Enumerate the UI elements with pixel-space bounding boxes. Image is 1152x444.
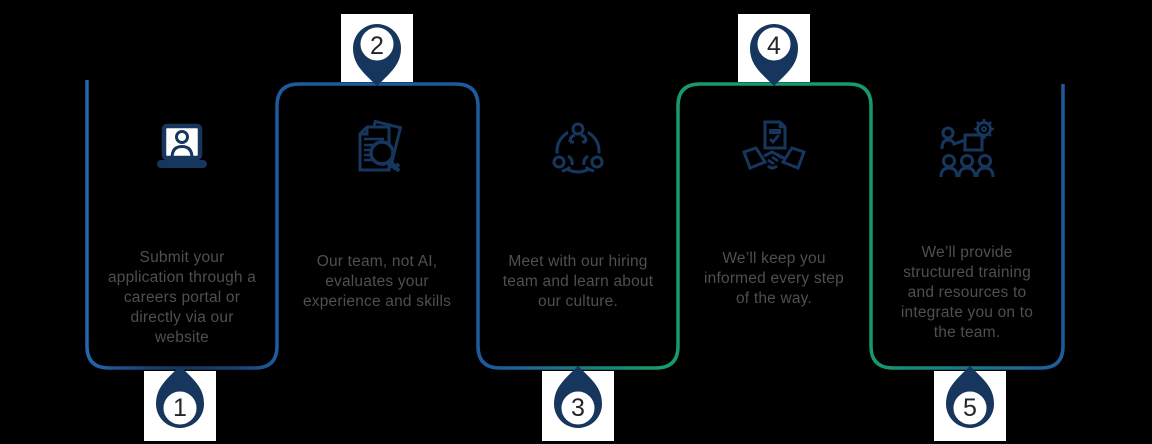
step-description-2: Our team, not AI, evaluates your experie… bbox=[302, 253, 452, 310]
pin-marker-5 bbox=[946, 366, 994, 428]
laptop-person-icon bbox=[150, 120, 214, 184]
pin-marker-1 bbox=[156, 366, 204, 428]
pin-marker-4 bbox=[750, 24, 798, 86]
step-description-1: Submit your application through a career… bbox=[107, 249, 257, 346]
round-table-meeting-icon bbox=[546, 118, 610, 182]
step-number-3: 3 bbox=[571, 394, 585, 422]
training-group-gear-icon bbox=[935, 118, 999, 182]
pin-marker-2 bbox=[353, 24, 401, 86]
step-description-5: We’ll provide structured training and re… bbox=[900, 244, 1034, 341]
pin-marker-3 bbox=[554, 366, 602, 428]
handshake-document-icon bbox=[742, 120, 806, 184]
step-number-1: 1 bbox=[173, 394, 187, 422]
step-description-4: We’ll keep you informed every step of th… bbox=[704, 250, 844, 307]
step-number-2: 2 bbox=[370, 32, 384, 60]
step-number-5: 5 bbox=[963, 394, 977, 422]
document-magnifier-icon bbox=[346, 118, 410, 182]
step-description-3: Meet with our hiring team and learn abou… bbox=[502, 253, 654, 310]
step-number-4: 4 bbox=[767, 32, 781, 60]
